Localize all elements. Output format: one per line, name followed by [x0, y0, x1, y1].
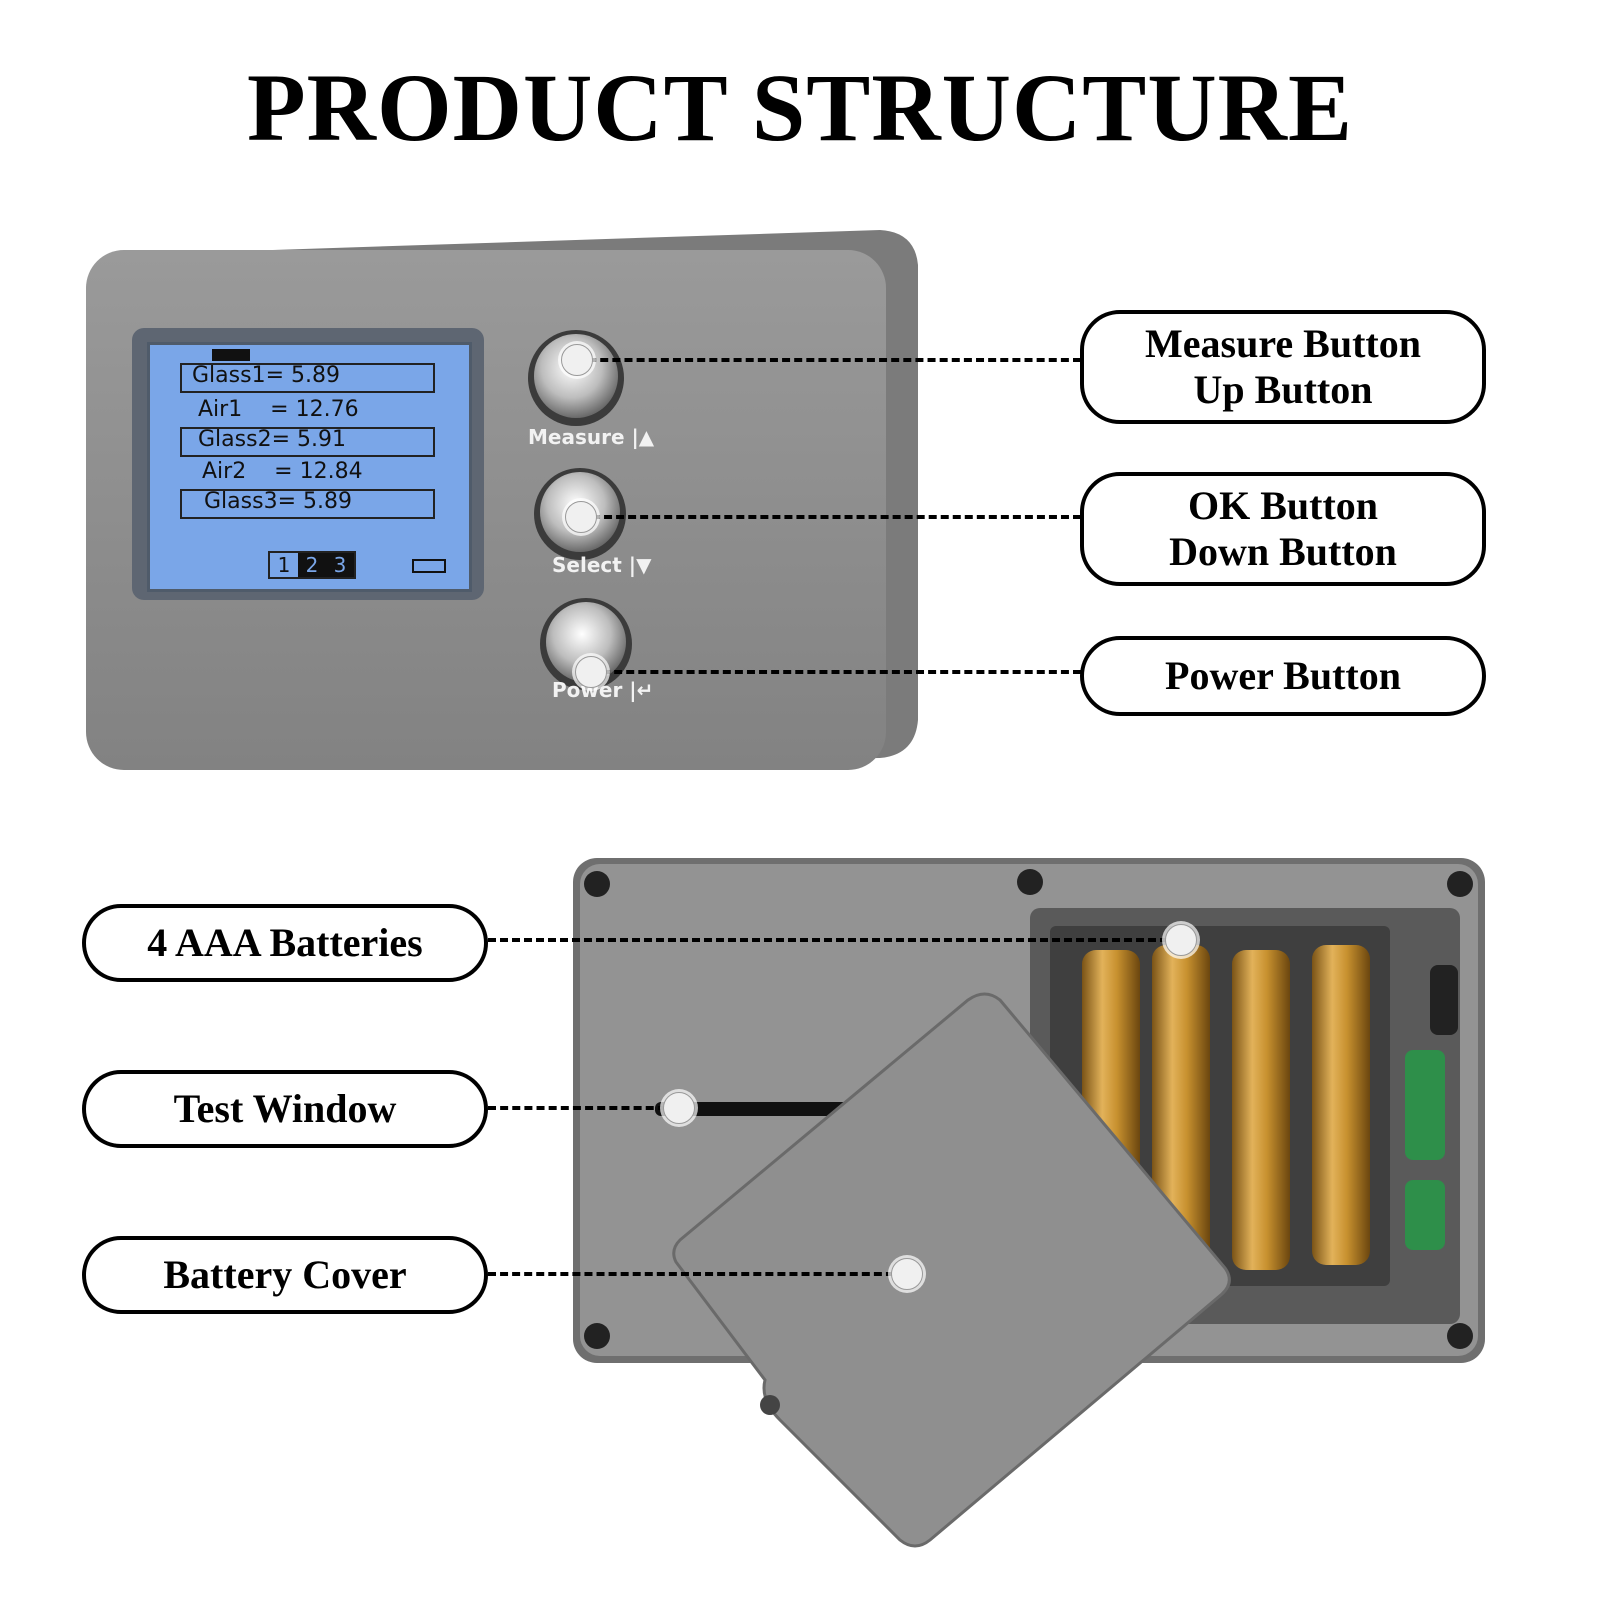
callout-ok-line2: Down Button	[1169, 529, 1397, 574]
batteries-marker-dot	[1165, 924, 1197, 956]
callout-power-button: Power Button	[1080, 636, 1486, 716]
callout-batteries: 4 AAA Batteries	[82, 904, 488, 982]
battery-level-icon	[412, 559, 446, 573]
battery-cover-marker-dot	[891, 1258, 923, 1290]
lcd-indicator	[212, 349, 250, 361]
measure-knob	[528, 330, 624, 426]
batteries-leader-line	[488, 938, 1180, 942]
test-window-leader-line	[488, 1106, 678, 1110]
callout-measure-button: Measure Button Up Button	[1080, 310, 1486, 424]
power-knob	[540, 598, 632, 690]
lcd-page-1: 1	[277, 553, 291, 577]
callout-test-window: Test Window	[82, 1070, 488, 1148]
lcd-page-3: 3	[326, 553, 354, 577]
callout-batteries-line1: 4 AAA Batteries	[147, 920, 423, 965]
callout-battery-cover-line1: Battery Cover	[163, 1252, 407, 1297]
lcd-row-glass1: Glass1= 5.89	[192, 363, 340, 388]
power-leader-line	[590, 670, 1081, 674]
measure-button-label: Measure |▲	[528, 425, 655, 449]
test-window-marker-dot	[663, 1092, 695, 1124]
lcd-row-air1: Air1 = 12.76	[198, 397, 359, 422]
lcd-row-glass3: Glass3= 5.89	[204, 489, 352, 514]
test-window-slot	[655, 1102, 875, 1116]
battery-cover	[672, 992, 1231, 1548]
measure-marker-dot	[561, 344, 593, 376]
ok-marker-dot	[565, 501, 597, 533]
ok-leader-line	[580, 515, 1081, 519]
callout-ok-button: OK Button Down Button	[1080, 472, 1486, 586]
lcd-page-indicator: 1 2 3	[268, 551, 356, 579]
callout-measure-line1: Measure Button	[1145, 321, 1421, 366]
lcd-row-air2: Air2 = 12.84	[202, 459, 363, 484]
callout-measure-line2: Up Button	[1193, 367, 1373, 412]
callout-test-window-line1: Test Window	[173, 1086, 397, 1131]
battery-cover-leader-line	[488, 1272, 906, 1276]
callout-ok-line1: OK Button	[1187, 483, 1379, 528]
lcd-page-2: 2	[298, 553, 326, 577]
measure-leader-line	[576, 358, 1081, 362]
select-button-label: Select |▼	[552, 553, 652, 577]
power-marker-dot	[575, 656, 607, 688]
callout-battery-cover: Battery Cover	[82, 1236, 488, 1314]
lcd-screen: Glass1= 5.89 Air1 = 12.76 Glass2= 5.91 A…	[147, 342, 472, 592]
callout-power-line1: Power Button	[1165, 653, 1401, 698]
page-title: PRODUCT STRUCTURE	[246, 54, 1354, 161]
lcd-row-glass2: Glass2= 5.91	[198, 427, 346, 452]
